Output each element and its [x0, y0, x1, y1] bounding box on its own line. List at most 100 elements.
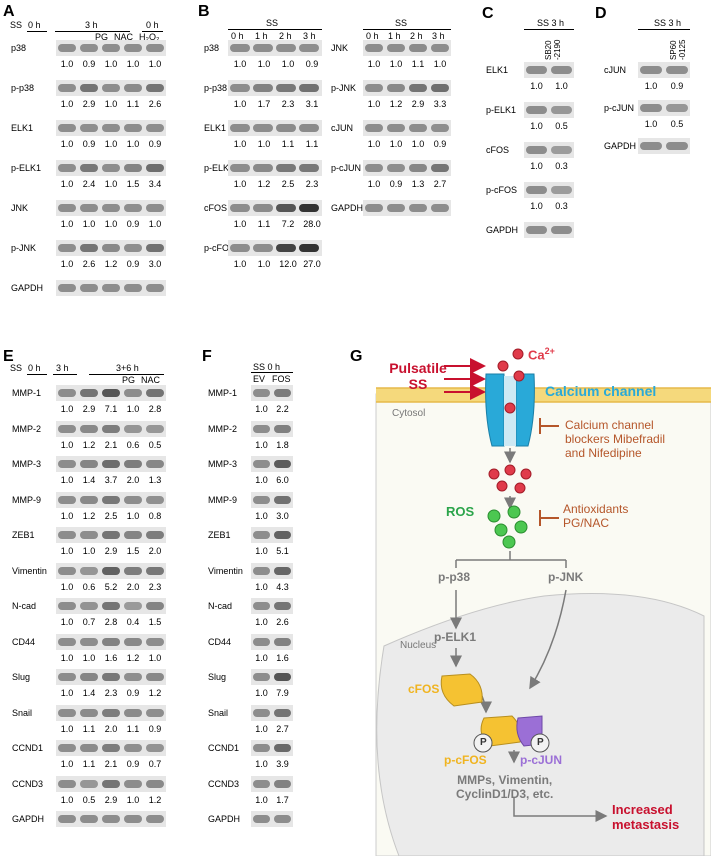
blot-strip — [56, 775, 166, 792]
blot-band — [124, 389, 142, 397]
densitometry-value: 1.7 — [276, 794, 289, 805]
blot-band — [80, 779, 98, 788]
densitometry-value: 1.5 — [126, 179, 140, 189]
ca-dot — [512, 348, 524, 360]
densitometry-value: 3.0 — [148, 259, 162, 269]
blot-band — [409, 164, 427, 172]
densitometry-value: 28.0 — [303, 219, 321, 229]
densitometry-value: 1.0 — [82, 546, 96, 556]
densitometry-value: 1.0 — [60, 510, 74, 521]
panel-g-label: G — [350, 348, 363, 365]
densitometry-value: 1.6 — [276, 652, 289, 663]
blot-row-label: GAPDH — [331, 203, 364, 213]
blot-band — [365, 164, 383, 172]
blot-band — [124, 164, 142, 172]
blot-band — [253, 779, 270, 788]
blot-band — [551, 106, 572, 114]
densitometry-value: 1.0 — [255, 652, 268, 663]
panel-e-ss: SS — [10, 363, 23, 373]
densitometry-value: 1.0 — [389, 59, 403, 69]
blot-strip — [524, 102, 574, 118]
densitometry-value: 3.9 — [276, 759, 289, 769]
blot-row-label: p-cFOS — [204, 243, 236, 253]
blot-band — [365, 124, 383, 132]
blot-row-label: p38 — [204, 43, 220, 53]
blot-strip — [251, 811, 293, 827]
blot-strip — [56, 669, 166, 685]
blot-row-label: MMP-9 — [208, 494, 237, 505]
blot-band — [58, 389, 76, 397]
densitometry-value: 1.0 — [60, 617, 74, 627]
densitometry-value: 1.0 — [60, 219, 74, 229]
channel-left — [485, 373, 505, 447]
densitometry-value: 2.3 — [104, 688, 118, 698]
panel-b-ss-right: SS — [395, 18, 408, 28]
cfos-label: cFOS — [408, 682, 440, 696]
densitometry-value: 0.9 — [126, 688, 140, 698]
ros-dot — [494, 523, 508, 537]
blot-row-label: JNK — [11, 203, 29, 213]
blot-band — [102, 815, 120, 823]
densitometry-value: 1.0 — [233, 259, 247, 269]
densitometry-value: 2.6 — [82, 259, 96, 269]
blot-row-label: N-cad — [12, 601, 37, 611]
ros-dot — [487, 509, 501, 523]
densitometry-value: 0.5 — [148, 439, 162, 450]
densitometry-value: 1.5 — [126, 546, 140, 556]
blot-strip — [363, 200, 451, 216]
densitometry-value: 1.8 — [276, 439, 289, 450]
densitometry-value: 1.0 — [644, 119, 658, 129]
blot-band — [253, 164, 273, 172]
blot-strip — [228, 240, 322, 256]
targets-label: MMPs, Vimentin,CyclinD1/D3, etc. — [456, 773, 554, 801]
blot-band — [102, 779, 120, 788]
blot-band — [102, 84, 120, 92]
blot-band — [640, 104, 662, 112]
blot-band — [640, 142, 662, 150]
densitometry-value: 1.1 — [82, 723, 96, 734]
blot-band — [146, 244, 164, 252]
densitometry-value: 1.1 — [126, 723, 140, 734]
densitometry-value: 0.7 — [82, 617, 96, 627]
densitometry-value: 2.9 — [411, 99, 425, 109]
blot-band — [253, 84, 273, 92]
blot-row-label: p-p38 — [11, 83, 35, 93]
densitometry-value: 1.0 — [389, 139, 403, 149]
densitometry-value: 2.0 — [104, 723, 118, 734]
densitometry-value: 1.0 — [126, 59, 140, 69]
phospho-circle-cjun — [530, 733, 550, 753]
panel-f-fos: FOS — [272, 374, 291, 384]
panel-e-label: E — [3, 348, 14, 365]
ca-dot — [497, 360, 509, 372]
blot-band — [58, 84, 76, 92]
blot-strip — [56, 598, 166, 614]
blot-band — [146, 84, 164, 92]
blot-strip — [251, 527, 293, 543]
blot-strip — [228, 200, 322, 216]
panel-f-ev: EV — [253, 374, 266, 384]
panel-a-t0: 0 h — [28, 20, 41, 30]
blot-band — [58, 495, 76, 504]
panel-d-inhibitor: SP60 -0125 — [669, 39, 687, 60]
densitometry-value: 1.5 — [148, 617, 162, 627]
blot-band — [276, 164, 296, 172]
blot-row-label: GAPDH — [486, 225, 519, 235]
blot-band — [80, 124, 98, 132]
blot-band — [146, 673, 164, 681]
densitometry-value: 3.0 — [276, 510, 289, 521]
blot-band — [253, 673, 270, 681]
densitometry-value: 1.0 — [255, 723, 268, 734]
densitometry-value: 2.1 — [104, 439, 118, 450]
panel-a-ss: SS — [10, 20, 23, 30]
blot-band — [253, 531, 270, 539]
densitometry-value: 1.0 — [367, 139, 381, 149]
blot-band — [80, 460, 98, 468]
densitometry-value: 1.0 — [104, 179, 118, 189]
blot-band — [409, 204, 427, 212]
densitometry-value: 0.9 — [148, 139, 162, 149]
